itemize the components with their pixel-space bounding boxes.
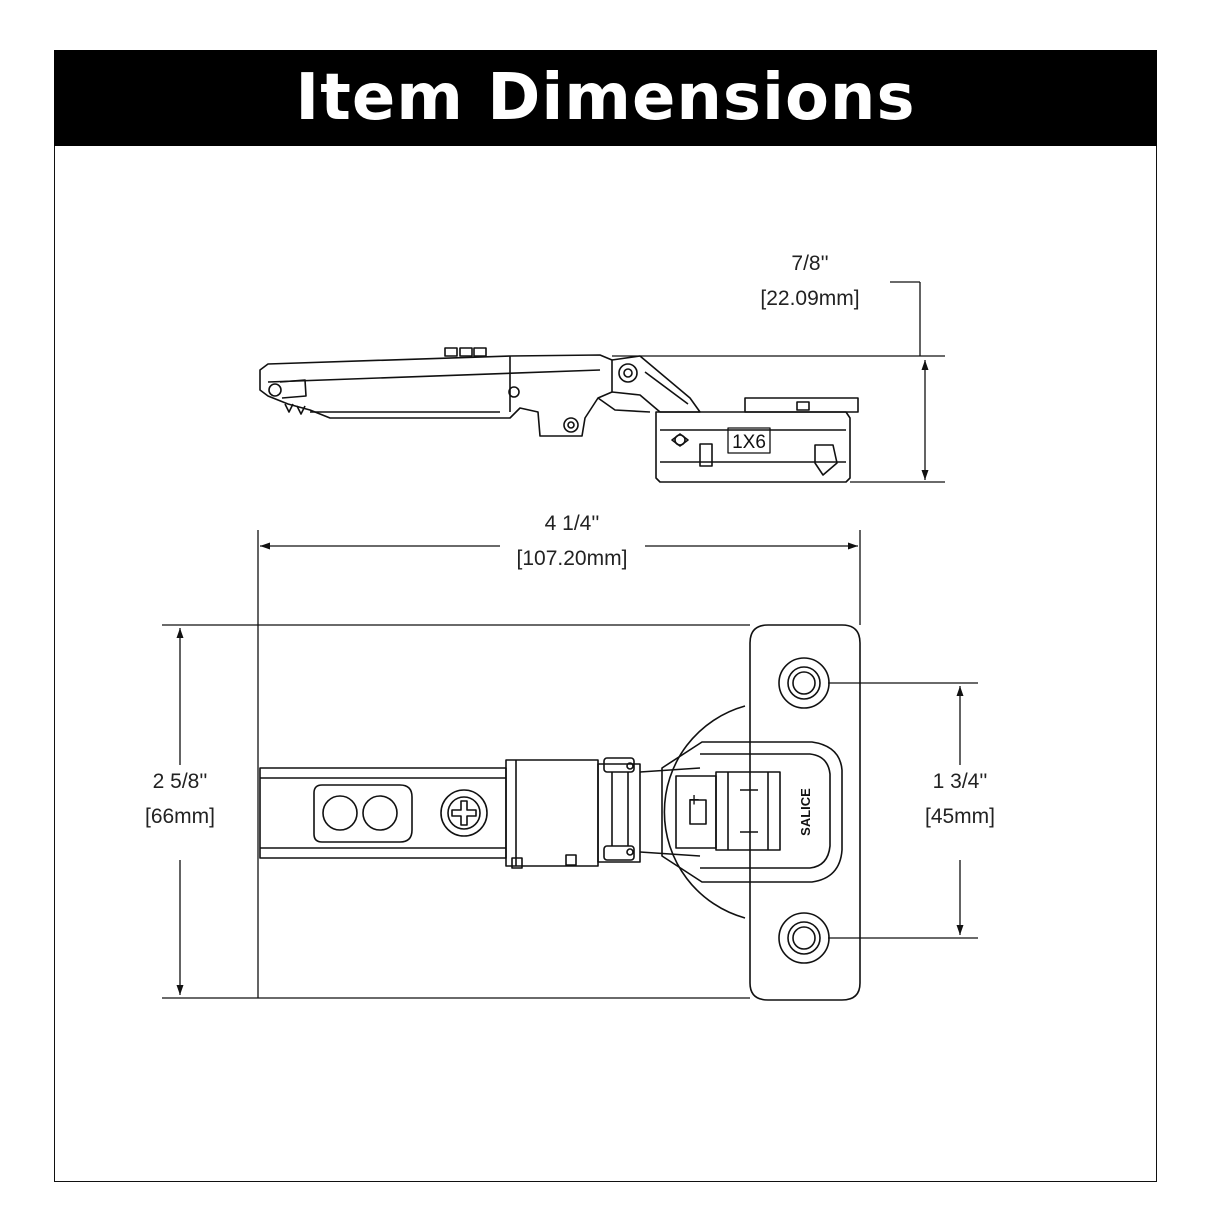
page-title: Item Dimensions bbox=[295, 61, 916, 135]
height-dimension-lines bbox=[612, 281, 945, 483]
hinge-side-view bbox=[259, 347, 859, 483]
size-code-label: 1X6 bbox=[732, 432, 766, 453]
length-metric-label: [107.20mm] bbox=[517, 547, 628, 570]
hole-spacing-imperial-label: 1 3/4'' bbox=[933, 770, 988, 793]
height-metric-label: [22.09mm] bbox=[760, 287, 859, 310]
header-bar: Item Dimensions bbox=[54, 50, 1157, 146]
width-dimension-lines bbox=[162, 624, 750, 999]
hole-spacing-metric-label: [45mm] bbox=[925, 805, 995, 828]
length-dimension-lines bbox=[257, 530, 861, 998]
plus-sign-label: + bbox=[688, 790, 699, 811]
hinge-top-view bbox=[259, 624, 861, 1001]
height-imperial-label: 7/8'' bbox=[791, 252, 828, 275]
width-imperial-label: 2 5/8'' bbox=[153, 770, 208, 793]
length-imperial-label: 4 1/4'' bbox=[545, 512, 600, 535]
width-metric-label: [66mm] bbox=[145, 805, 215, 828]
brand-label: SALICE bbox=[798, 788, 813, 836]
hole-spacing-dimension-lines bbox=[828, 682, 978, 939]
